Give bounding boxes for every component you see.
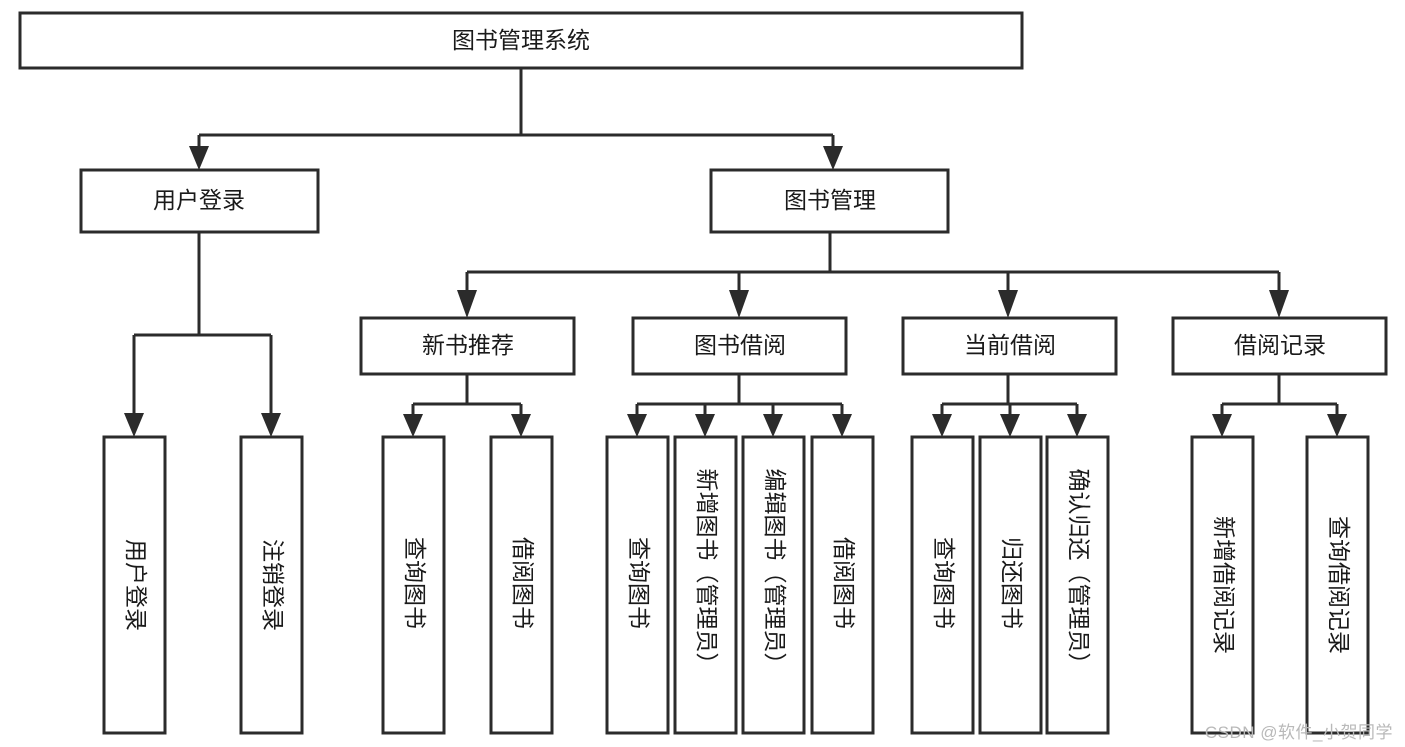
arrow-head-leaf-add-record — [1212, 414, 1232, 437]
node-leaf-add-record-label: 新增借阅记录 — [1211, 516, 1237, 654]
node-borrow-label: 图书借阅 — [694, 332, 786, 358]
node-leaf-query-book-3-label: 查询图书 — [931, 537, 957, 629]
node-login[interactable]: 用户登录 — [79, 168, 320, 234]
arrow-head-current — [998, 290, 1018, 318]
node-current-label: 当前借阅 — [964, 332, 1056, 358]
edges-login-to-leaves — [124, 232, 281, 437]
node-bookmgmt-label: 图书管理 — [784, 187, 876, 213]
node-current-box[interactable] — [901, 316, 1118, 376]
node-leaf-confirm-return-box[interactable] — [1045, 435, 1110, 735]
node-leaf-query-book-2-label: 查询图书 — [626, 537, 652, 629]
node-leaf-user-logout-box[interactable] — [239, 435, 304, 735]
node-newbook[interactable]: 新书推荐 — [359, 316, 576, 376]
node-leaf-add-book-label: 新增图书（管理员） — [694, 469, 720, 676]
node-leaf-user-login-box[interactable] — [102, 435, 167, 735]
node-leaf-add-record-box[interactable] — [1190, 435, 1255, 735]
arrow-head-leaf-confirm-return — [1067, 414, 1087, 437]
arrow-head-newbook — [457, 290, 477, 318]
node-leaf-borrow-book-2-label: 借阅图书 — [831, 537, 857, 629]
node-leaf-user-login[interactable]: 用户登录 — [102, 435, 167, 735]
arrow-head-leaf-edit-book — [763, 414, 783, 437]
node-bookmgmt[interactable]: 图书管理 — [709, 168, 950, 234]
edges-borrow-to-leaves — [627, 374, 852, 437]
node-borrow[interactable]: 图书借阅 — [631, 316, 848, 376]
node-leaf-borrow-book-2-box[interactable] — [810, 435, 875, 735]
arrow-head-leaf-query-book-1 — [403, 414, 423, 437]
arrow-head-bookmgmt — [823, 146, 843, 170]
arrow-head-leaf-query-record — [1327, 414, 1347, 437]
node-leaf-user-login-label: 用户登录 — [123, 539, 149, 631]
edges-records-to-leaves — [1212, 374, 1347, 437]
arrow-head-leaf-add-book — [695, 414, 715, 437]
node-current[interactable]: 当前借阅 — [901, 316, 1118, 376]
edges-current-to-leaves — [932, 374, 1087, 437]
node-leaf-borrow-book-1[interactable]: 借阅图书 — [489, 435, 554, 735]
node-login-box[interactable] — [79, 168, 320, 234]
node-root-box[interactable] — [18, 11, 1024, 70]
node-leaf-edit-book-box[interactable] — [741, 435, 806, 735]
node-leaf-query-book-1[interactable]: 查询图书 — [381, 435, 446, 735]
node-leaf-query-record-box[interactable] — [1305, 435, 1370, 735]
node-leaf-add-record[interactable]: 新增借阅记录 — [1190, 435, 1255, 735]
node-leaf-borrow-book-1-box[interactable] — [489, 435, 554, 735]
node-records-label: 借阅记录 — [1234, 332, 1326, 358]
node-root[interactable]: 图书管理系统 — [18, 11, 1024, 70]
node-newbook-label: 新书推荐 — [422, 332, 514, 358]
node-leaf-query-record[interactable]: 查询借阅记录 — [1305, 435, 1370, 735]
node-leaf-return-book-label: 归还图书 — [999, 537, 1025, 629]
arrow-head-leaf-return-book — [1000, 414, 1020, 437]
node-leaf-confirm-return-label: 确认归还（管理员） — [1066, 469, 1092, 676]
node-leaf-add-book[interactable]: 新增图书（管理员） — [673, 435, 738, 735]
node-leaf-add-book-box[interactable] — [673, 435, 738, 735]
arrow-head-leaf-user-logout — [261, 413, 281, 437]
edges-bookmgmt-to-level2 — [457, 232, 1289, 318]
node-leaf-user-logout[interactable]: 注销登录 — [239, 435, 304, 735]
node-leaf-edit-book-label: 编辑图书（管理员） — [762, 469, 788, 676]
node-leaf-borrow-book-2[interactable]: 借阅图书 — [810, 435, 875, 735]
edges-root-to-level1 — [189, 68, 843, 170]
edges-newbook-to-leaves — [403, 374, 531, 437]
node-leaf-user-logout-label: 注销登录 — [260, 539, 286, 631]
node-bookmgmt-box[interactable] — [709, 168, 950, 234]
arrow-head-leaf-borrow-book-1 — [511, 414, 531, 437]
arrow-head-leaf-user-login — [124, 413, 144, 437]
csdn-watermark: CSDN @软件_小贺同学 — [1204, 723, 1393, 742]
node-leaf-query-book-3[interactable]: 查询图书 — [910, 435, 975, 735]
node-leaf-borrow-book-1-label: 借阅图书 — [510, 537, 536, 629]
arrow-head-login — [189, 146, 209, 170]
node-leaf-query-book-2-box[interactable] — [605, 435, 670, 735]
node-login-label: 用户登录 — [153, 187, 245, 213]
arrow-head-borrow — [729, 290, 749, 318]
node-leaf-query-book-1-box[interactable] — [381, 435, 446, 735]
node-leaf-return-book[interactable]: 归还图书 — [978, 435, 1043, 735]
node-leaf-query-book-1-label: 查询图书 — [402, 537, 428, 629]
arrow-head-leaf-borrow-book-2 — [832, 414, 852, 437]
node-newbook-box[interactable] — [359, 316, 576, 376]
node-records[interactable]: 借阅记录 — [1171, 316, 1388, 376]
node-leaf-edit-book[interactable]: 编辑图书（管理员） — [741, 435, 806, 735]
node-leaf-query-book-2[interactable]: 查询图书 — [605, 435, 670, 735]
node-leaf-query-record-label: 查询借阅记录 — [1326, 516, 1352, 654]
node-root-label: 图书管理系统 — [452, 27, 590, 53]
node-leaf-query-book-3-box[interactable] — [910, 435, 975, 735]
arrow-head-leaf-query-book-3 — [932, 414, 952, 437]
node-records-box[interactable] — [1171, 316, 1388, 376]
arrow-head-records — [1269, 290, 1289, 318]
node-leaf-return-book-box[interactable] — [978, 435, 1043, 735]
node-borrow-box[interactable] — [631, 316, 848, 376]
arrow-head-leaf-query-book-2 — [627, 414, 647, 437]
node-leaf-confirm-return[interactable]: 确认归还（管理员） — [1045, 435, 1110, 735]
